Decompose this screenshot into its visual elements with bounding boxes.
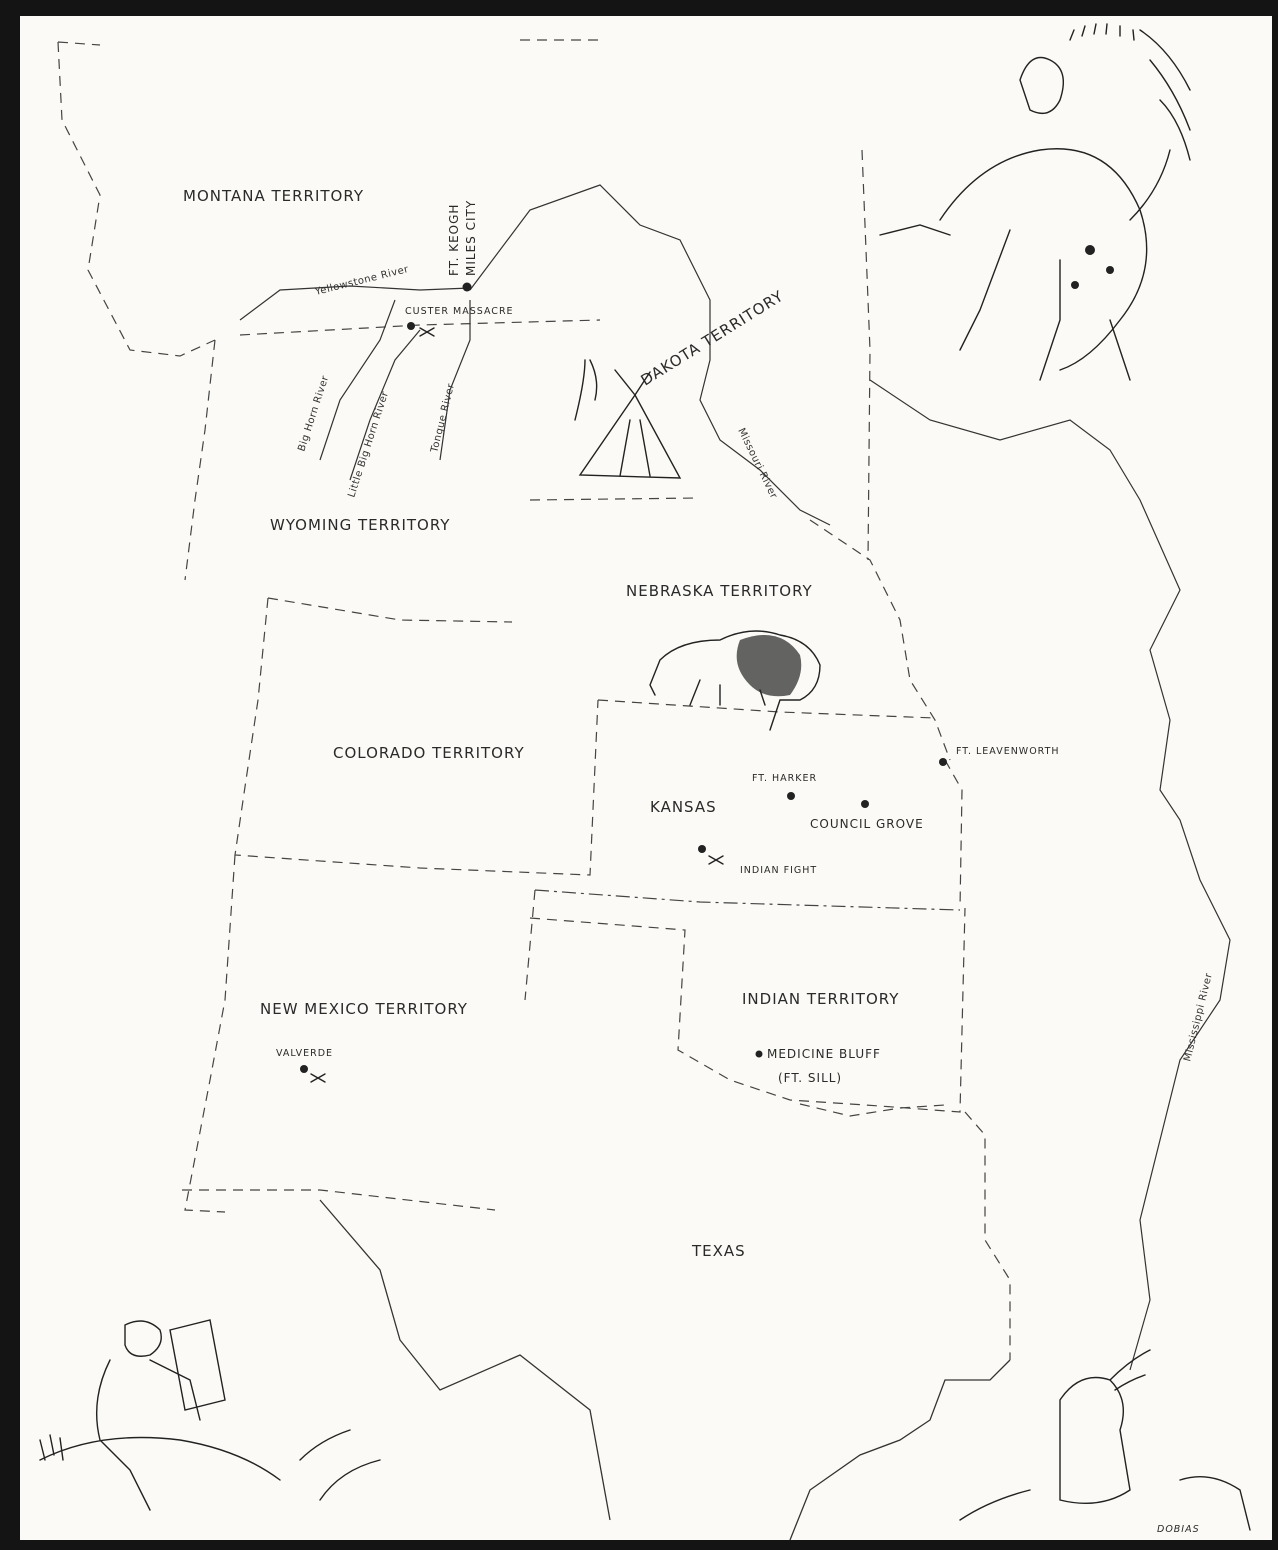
label-valverde: VALVERDE	[276, 1048, 333, 1059]
council-grove-dot	[861, 800, 869, 808]
texas-outline	[319, 1199, 1011, 1541]
mississippi-river-line	[869, 379, 1231, 1371]
sketching-artist-illustration	[39, 1319, 381, 1511]
yellowstone-river-line	[239, 285, 471, 321]
region-montana: MONTANA TERRITORY	[183, 187, 364, 205]
region-kansas: KANSAS	[650, 798, 717, 816]
region-wyoming: WYOMING TERRITORY	[270, 516, 450, 534]
coastlines-and-rivers	[239, 184, 1231, 1541]
medicine-bluff-dot	[755, 1050, 763, 1058]
label-indian-fight: INDIAN FIGHT	[740, 865, 817, 876]
kansas-south-border	[534, 889, 961, 911]
label-miles-city: MILES CITY	[464, 200, 478, 276]
region-new-mexico: NEW MEXICO TERRITORY	[260, 1000, 468, 1018]
label-custer-massacre: CUSTER MASSACRE	[405, 306, 514, 317]
buffalo-illustration	[649, 630, 821, 731]
tipi-illustration	[574, 359, 682, 479]
missouri-river-line	[469, 184, 831, 526]
custer-massacre-dot	[407, 322, 415, 330]
montana-dakota-border	[239, 319, 601, 336]
wyoming-west-border	[184, 339, 216, 581]
new-mexico-border	[182, 854, 536, 1213]
region-dakota: DAKOTA TERRITORY	[638, 287, 787, 390]
region-colorado: COLORADO TERRITORY	[333, 744, 525, 762]
colorado-border	[234, 597, 599, 876]
indian-fight-dot	[698, 845, 706, 853]
nebraska-east-border	[809, 519, 951, 761]
label-medicine-bluff: MEDICINE BLUFF	[767, 1047, 881, 1061]
seated-chief-illustration	[959, 1349, 1251, 1531]
kansas-east-border	[944, 759, 963, 909]
label-little-big-horn-river: Little Big Horn River	[346, 390, 391, 499]
kansas-north-border	[597, 699, 936, 719]
region-indian: INDIAN TERRITORY	[742, 990, 899, 1008]
region-texas: TEXAS	[691, 1242, 746, 1260]
little-big-horn-line	[349, 329, 421, 481]
label-yellowstone-river: Yellowstone River	[313, 264, 410, 298]
label-ft-harker: FT. HARKER	[752, 773, 817, 784]
crossed-arrows-icon	[419, 327, 435, 337]
map-paper	[20, 16, 1272, 1540]
big-horn-river-line	[319, 299, 396, 461]
label-ft-leavenworth: FT. LEAVENWORTH	[956, 746, 1060, 757]
region-nebraska: NEBRASKA TERRITORY	[626, 582, 813, 600]
artist-signature: DOBIAS	[1157, 1524, 1200, 1535]
montana-border	[57, 39, 600, 357]
label-tongue-river: Tongue River	[429, 382, 457, 455]
territory-borders	[57, 39, 1011, 1360]
label-council-grove: COUNCIL GROVE	[810, 817, 924, 831]
valverde-dot	[300, 1065, 308, 1073]
ft-leavenworth-dot	[939, 758, 947, 766]
crossed-arrows-icon	[708, 855, 724, 865]
miles-city-dot	[462, 282, 472, 292]
place-markers	[300, 282, 947, 1083]
wyoming-south-border	[267, 597, 513, 623]
label-ft-keogh: FT. KEOGH	[447, 204, 461, 276]
texas-east-border	[964, 1111, 1011, 1360]
tongue-river-line	[439, 300, 471, 461]
dakota-east-border	[861, 149, 871, 561]
crossed-arrows-icon	[310, 1073, 326, 1083]
indian-territory-border	[529, 907, 966, 1117]
ft-harker-dot	[787, 792, 795, 800]
mounted-warrior-illustration	[879, 23, 1191, 381]
label-missouri-river: Missouri River	[735, 426, 779, 501]
label-mississippi-river: Mississippi River	[1182, 972, 1215, 1063]
label-ft-sill: (FT. SILL)	[778, 1071, 842, 1085]
wyoming-dakota-border	[529, 497, 701, 501]
